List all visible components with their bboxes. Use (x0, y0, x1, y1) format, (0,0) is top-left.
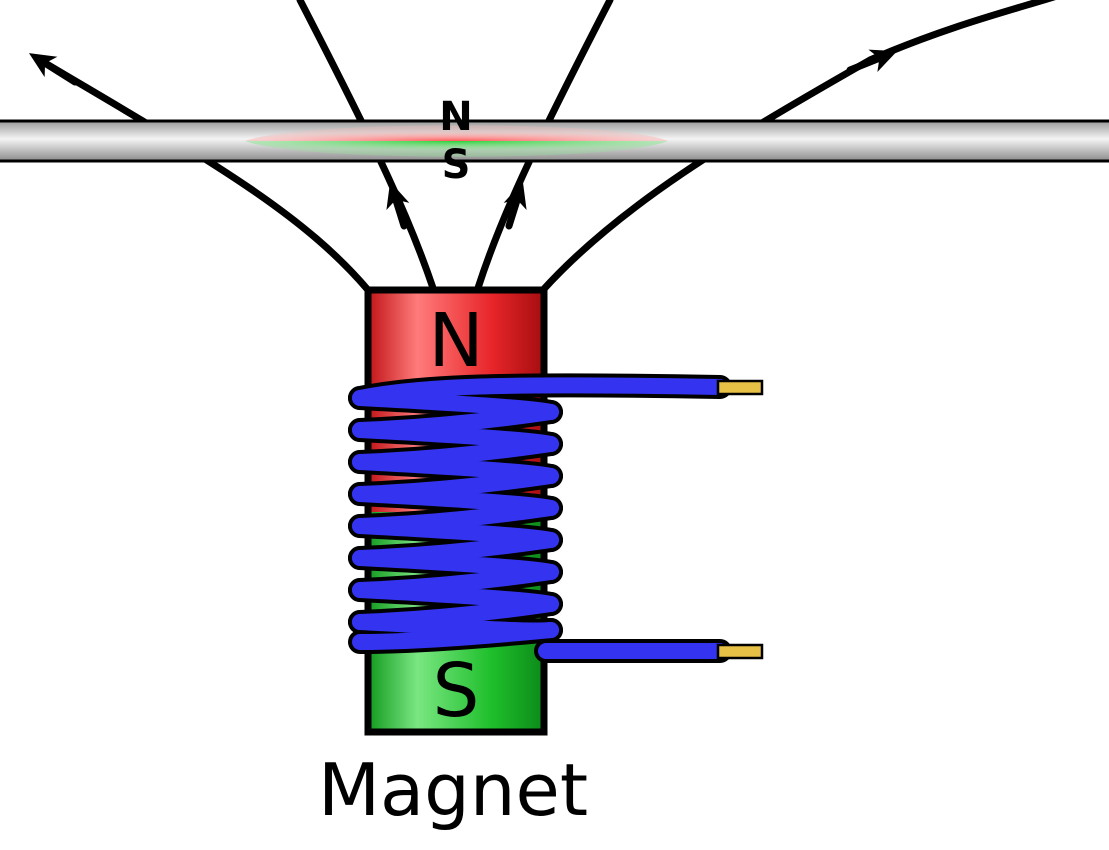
wire-tip-bottom (716, 643, 764, 660)
metal-rod: N S (0, 94, 1109, 188)
field-lines (28, 0, 1056, 294)
field-line-outer-right (539, 0, 1056, 294)
coil-winding (348, 373, 732, 663)
magnet-south-label: S (433, 648, 480, 734)
magnet-north-label: N (428, 298, 483, 384)
wire-tip-top (716, 379, 764, 396)
rod-south-label: S (442, 142, 471, 188)
rod-south-region (245, 141, 668, 157)
rod-north-region (245, 125, 668, 141)
field-line-outer-right-arrow (846, 49, 898, 74)
field-line-outer-left-arrow (28, 53, 79, 86)
field-line-inner-right-arrow (503, 181, 527, 230)
field-line-inner-right (474, 0, 614, 292)
rod-north-label: N (439, 94, 472, 140)
magnet-caption: Magnet (318, 748, 588, 832)
field-line-outer-left (36, 56, 372, 294)
field-line-inner-left-arrow (386, 181, 410, 230)
field-line-inner-left (296, 0, 437, 292)
